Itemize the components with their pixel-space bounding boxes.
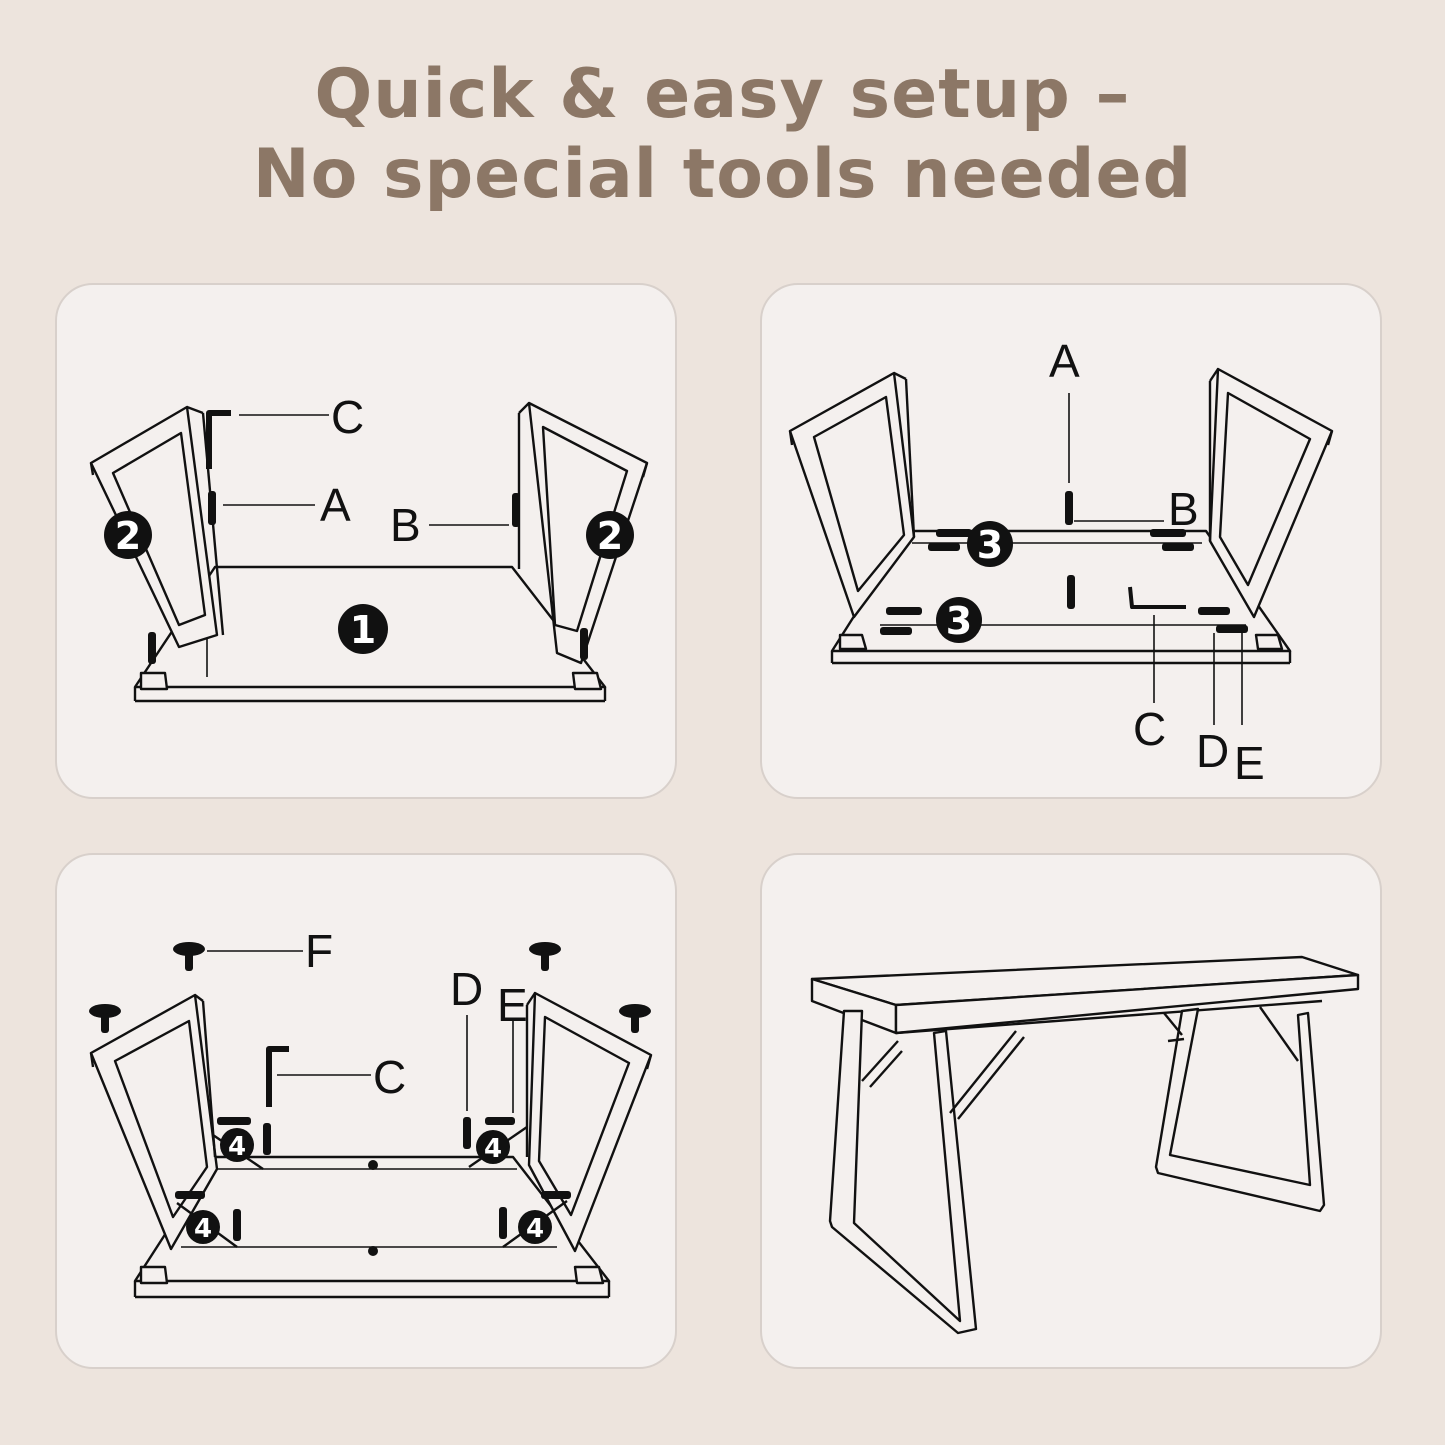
svg-text:3: 3 xyxy=(977,523,1003,567)
step-badge xyxy=(936,597,982,643)
leveling-foot-icon xyxy=(619,1004,651,1033)
label-c: C xyxy=(373,1051,406,1103)
label-f: F xyxy=(305,925,333,977)
screw-icon xyxy=(485,1117,515,1125)
step-badge xyxy=(476,1130,510,1164)
left-leg-frame xyxy=(788,371,916,619)
bolt-icon xyxy=(499,1207,507,1239)
step-2-panel: A B C D E 3 3 xyxy=(760,283,1382,799)
screw-icon xyxy=(928,543,960,551)
svg-text:2: 2 xyxy=(597,514,623,558)
label-c: C xyxy=(1133,703,1166,755)
left-leg-frame xyxy=(89,993,219,1251)
front-leg-frame xyxy=(828,1009,978,1335)
step-3-panel: F C D E 4 4 4 4 xyxy=(55,853,677,1369)
allen-key-icon xyxy=(206,410,231,469)
bolt-icon xyxy=(233,1209,241,1241)
step-1-diagram: C A B 1 2 2 xyxy=(89,391,649,703)
svg-text:4: 4 xyxy=(228,1132,246,1162)
headline-line-2: No special tools needed xyxy=(252,135,1193,214)
screw-icon xyxy=(1198,607,1230,615)
step-2-diagram: A B C D E 3 3 xyxy=(788,335,1334,789)
headline: Quick & easy setup – No special tools ne… xyxy=(0,55,1445,215)
bolt-icon xyxy=(148,632,156,664)
right-leg-frame xyxy=(525,991,653,1253)
step-badge xyxy=(220,1128,254,1162)
svg-text:4: 4 xyxy=(194,1214,212,1244)
screw-icon xyxy=(1216,625,1248,633)
bolt-icon xyxy=(1067,575,1075,609)
step-1-panel: C A B 1 2 2 xyxy=(55,283,677,799)
leveling-foot-icon xyxy=(173,942,205,971)
svg-text:3: 3 xyxy=(946,599,972,643)
step-3-diagram: F C D E 4 4 4 4 xyxy=(89,925,653,1299)
bolt-icon xyxy=(580,628,588,660)
label-d: D xyxy=(450,963,483,1015)
screw-icon xyxy=(886,607,922,615)
screw-icon xyxy=(541,1191,571,1199)
svg-text:2: 2 xyxy=(115,514,141,558)
step-badge xyxy=(186,1210,220,1244)
step-badge xyxy=(518,1210,552,1244)
screw-icon xyxy=(175,1191,205,1199)
label-a: A xyxy=(1049,335,1080,387)
headline-line-1: Quick & easy setup – xyxy=(314,55,1131,134)
label-e: E xyxy=(1234,737,1265,789)
step-4-panel xyxy=(760,853,1382,1369)
leveling-foot-icon xyxy=(89,1004,121,1033)
label-a: A xyxy=(320,479,351,531)
svg-text:4: 4 xyxy=(526,1214,544,1244)
screw-icon xyxy=(1162,543,1194,551)
screw-icon xyxy=(217,1117,251,1125)
label-b: B xyxy=(390,499,421,551)
step-badge xyxy=(338,604,388,654)
step-badge xyxy=(586,511,634,559)
screw-icon xyxy=(880,627,912,635)
svg-text:1: 1 xyxy=(350,608,376,652)
right-leg-frame xyxy=(1208,367,1334,619)
bolt-icon xyxy=(208,491,216,525)
label-b: B xyxy=(1168,483,1199,535)
step-badge xyxy=(104,511,152,559)
bolt-icon xyxy=(512,493,520,527)
screw-icon xyxy=(936,529,972,537)
bolt-icon xyxy=(463,1117,471,1149)
leveling-foot-icon xyxy=(529,942,561,971)
back-leg-frame xyxy=(1154,1007,1326,1213)
label-d: D xyxy=(1196,725,1229,777)
bolt-icon xyxy=(1065,491,1073,525)
step-badge xyxy=(967,521,1013,567)
bolt-icon xyxy=(263,1123,271,1155)
label-c: C xyxy=(331,391,364,443)
label-e: E xyxy=(497,979,528,1031)
svg-text:4: 4 xyxy=(484,1134,502,1164)
allen-key-icon xyxy=(266,1046,289,1107)
screw-icon xyxy=(1150,529,1186,537)
allen-key-icon xyxy=(1128,586,1186,609)
assembled-table-diagram xyxy=(810,955,1360,1335)
